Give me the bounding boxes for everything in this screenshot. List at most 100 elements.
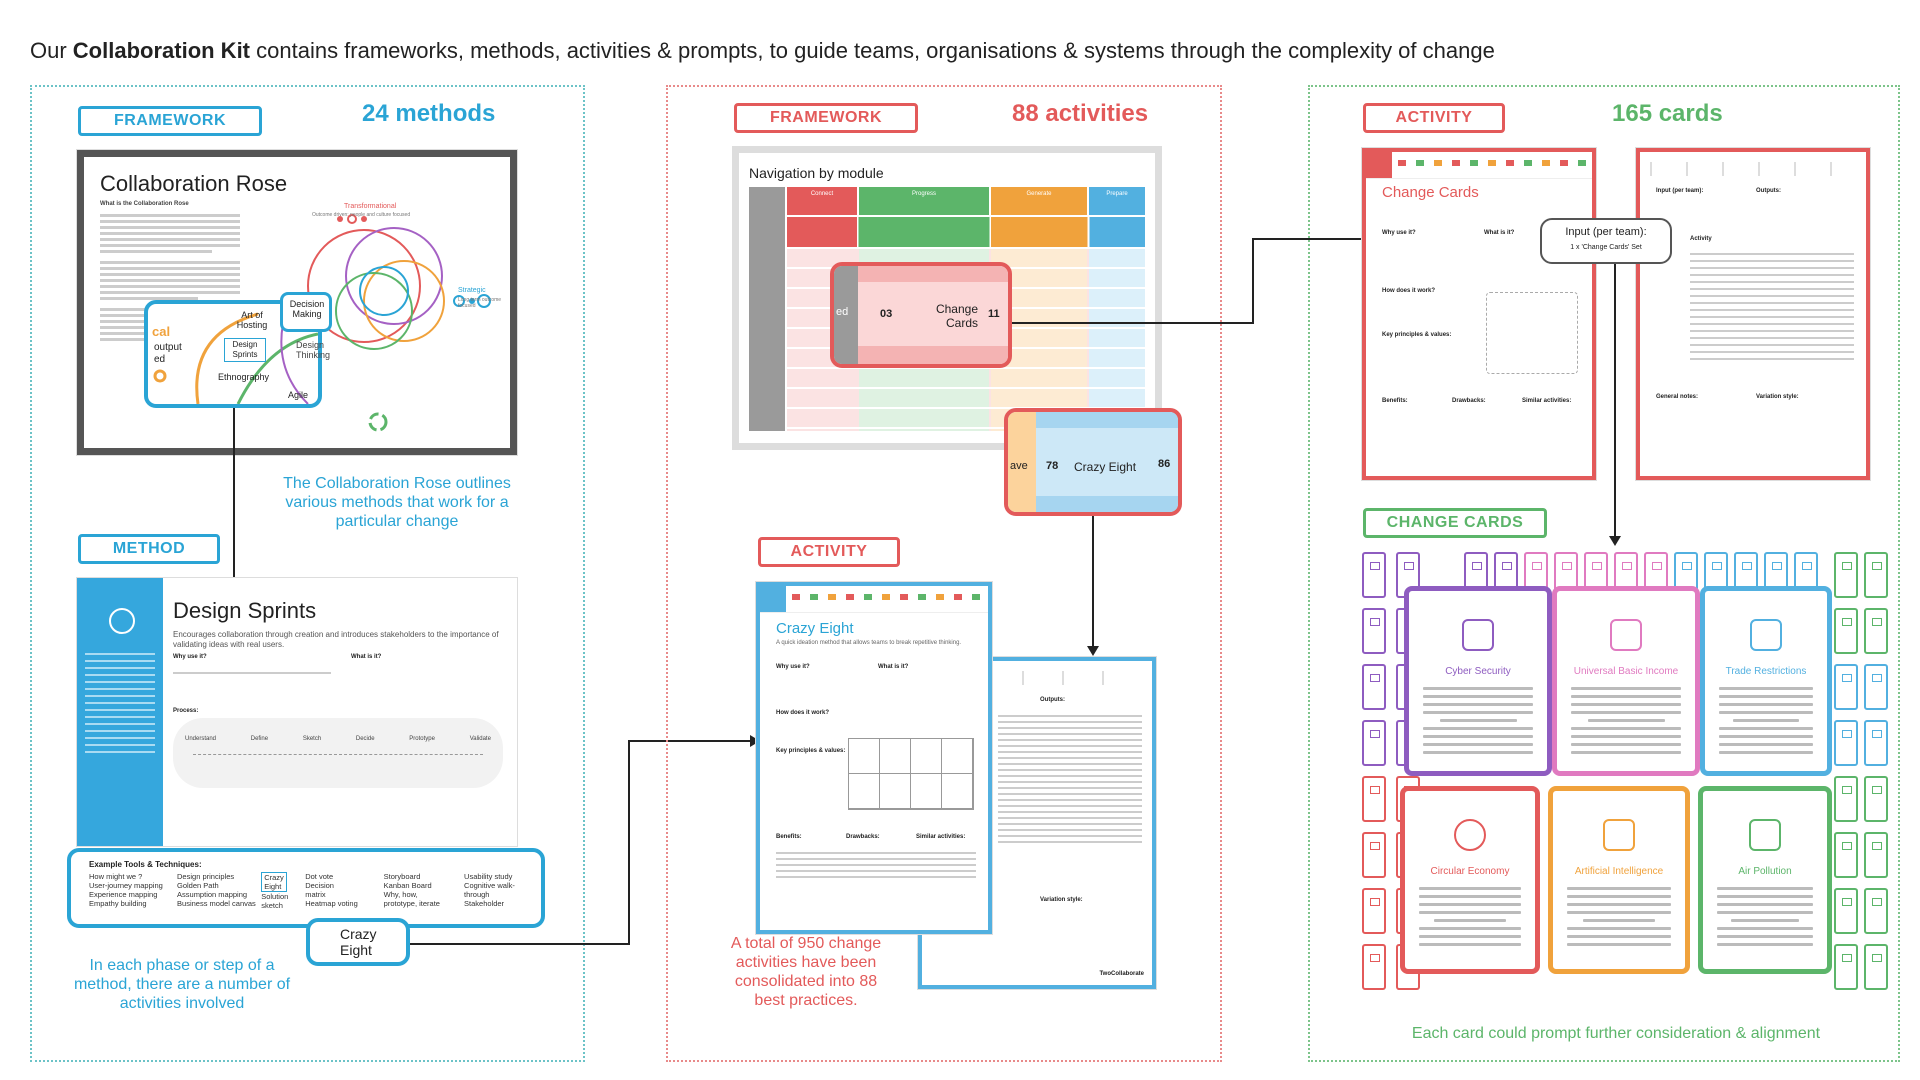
mini-card <box>1834 552 1858 598</box>
mini-card <box>1362 608 1386 654</box>
rose-zoom-arcs <box>153 304 318 404</box>
tool-item: Business model canvas <box>177 899 256 908</box>
rose-design-sprints: Design Sprints <box>224 338 266 362</box>
crazy-eight-activity-page: Crazy Eight A quick ideation method that… <box>756 582 992 934</box>
mini-card <box>1834 832 1858 878</box>
detail-variation: Variation style: <box>1040 897 1083 903</box>
mini-cards-right <box>1834 552 1894 1012</box>
tools-heading: Example Tools & Techniques: <box>89 860 202 869</box>
mini-card <box>1362 944 1386 990</box>
process-step: Define <box>250 736 269 742</box>
mini-card <box>1362 720 1386 766</box>
circuit-head-icon <box>1603 819 1635 851</box>
mini-card <box>1834 944 1858 990</box>
right-caption: Each card could prompt further considera… <box>1411 1025 1821 1042</box>
decision-making-callout: Decision Making <box>280 292 332 332</box>
sprints-body <box>173 664 503 696</box>
tool-item: Experience mapping <box>89 890 158 899</box>
tool-item: Empathy building <box>89 899 147 908</box>
rose-cal: cal <box>152 324 171 339</box>
mini-card <box>1864 664 1888 710</box>
activity-section-what: What is it? <box>878 664 909 670</box>
right-panel <box>1308 85 1900 1062</box>
mini-card <box>1834 608 1858 654</box>
callout-row-bottom <box>858 346 1008 364</box>
mini-card <box>1834 664 1858 710</box>
rose-agile: Agile <box>288 390 309 400</box>
tool-item: matrix <box>305 890 326 899</box>
activity-nav-bar <box>760 586 988 613</box>
mini-card <box>1362 888 1386 934</box>
middle-caption: A total of 950 change activities have be… <box>730 935 882 1009</box>
input-callout-title: Input (per team): <box>1565 226 1647 238</box>
mini-card <box>1864 776 1888 822</box>
card-universal-basic-income: Universal Basic Income <box>1552 586 1700 776</box>
callout-row-top <box>858 266 1008 282</box>
grid-rowheader-col <box>749 187 785 431</box>
cc-section-principles: Key principles & values: <box>1382 332 1452 338</box>
cc-illustration <box>1486 292 1578 374</box>
connector-cards-to-activity <box>1252 238 1254 324</box>
input-callout-body: 1 x 'Change Cards' Set <box>1570 244 1642 251</box>
activity-section-drawbacks: Drawbacks: <box>846 834 880 840</box>
crazy-label: Crazy Eight <box>1074 460 1137 474</box>
tool-item: Solution <box>261 892 289 901</box>
headline-suffix: contains frameworks, methods, activities… <box>250 38 1495 63</box>
nav-title: Navigation by module <box>749 165 884 181</box>
card-title: Air Pollution <box>1738 866 1792 877</box>
cc-section-how: How does it work? <box>1382 288 1436 294</box>
methods-count: 24 methods <box>362 100 496 127</box>
activity-section-similar: Similar activities: <box>916 834 966 840</box>
process-step: Sketch <box>302 736 322 742</box>
framework-tag-middle: FRAMEWORK <box>734 103 918 133</box>
process-steps: Understand Define Sketch Decide Prototyp… <box>185 736 491 742</box>
circular-arrows-icon <box>1454 819 1486 851</box>
card-title: Circular Economy <box>1430 866 1510 877</box>
connector-crazy-to-activity <box>410 943 630 945</box>
tool-item: How might we ? <box>89 872 143 881</box>
callout-orange-col <box>1008 412 1036 512</box>
card-title: Trade Restrictions <box>1725 666 1807 677</box>
method-tag: METHOD <box>78 534 220 564</box>
card-title: Artificial Intelligence <box>1574 866 1664 877</box>
sp-activity: Activity <box>1690 236 1712 242</box>
mini-card <box>1834 888 1858 934</box>
tool-item: Stakeholder <box>464 899 505 908</box>
tool-item: Crazy <box>264 873 284 882</box>
activity-sketch-grid <box>848 738 974 810</box>
sp-variation: Variation style: <box>1756 394 1799 400</box>
cc-section-why: Why use it? <box>1382 230 1416 236</box>
detail-outputs: Outputs: <box>1040 697 1065 703</box>
rose-design-thinking: Design Thinking <box>296 340 331 360</box>
mini-card <box>1864 720 1888 766</box>
module-connect-label: Connect <box>810 191 834 197</box>
activity-section-principles: Key principles & values: <box>776 748 846 754</box>
process-step: Validate <box>469 736 491 742</box>
arrow-head <box>750 735 760 747</box>
module-generate: Generate <box>991 187 1087 215</box>
tool-item: Golden Path <box>177 881 219 890</box>
callout-bottom-row <box>1036 496 1178 512</box>
rose-transformational: Transformational <box>344 203 397 210</box>
middle-panel <box>666 85 1222 1062</box>
card-title: Universal Basic Income <box>1573 666 1679 677</box>
crazy-right-num: 86 <box>1158 458 1171 470</box>
rose-strategic-sub: Long term outcome focused <box>458 297 502 309</box>
module-progress-label: Progress <box>911 191 936 197</box>
process-step: Understand <box>185 736 217 742</box>
change-cards-page: Change Cards Why use it? What is it? How… <box>1362 148 1596 480</box>
process-step: Prototype <box>409 736 435 742</box>
connector-rose-to-method <box>233 408 235 578</box>
connector-crazy-to-activity <box>628 740 750 742</box>
rose-title: Collaboration Rose <box>100 171 288 196</box>
connector-input-to-cards <box>1614 264 1616 536</box>
cards-count: 165 cards <box>1612 100 1723 127</box>
sp-outputs: Outputs: <box>1756 188 1781 194</box>
rose-output: output <box>154 342 182 353</box>
module-prepare: Prepare <box>1089 187 1145 215</box>
input-callout: Input (per team): 1 x 'Change Cards' Set <box>1540 218 1672 264</box>
rose-ed: ed <box>154 354 166 365</box>
sp-general: General notes: <box>1656 394 1699 400</box>
tool-item: through <box>464 890 490 899</box>
